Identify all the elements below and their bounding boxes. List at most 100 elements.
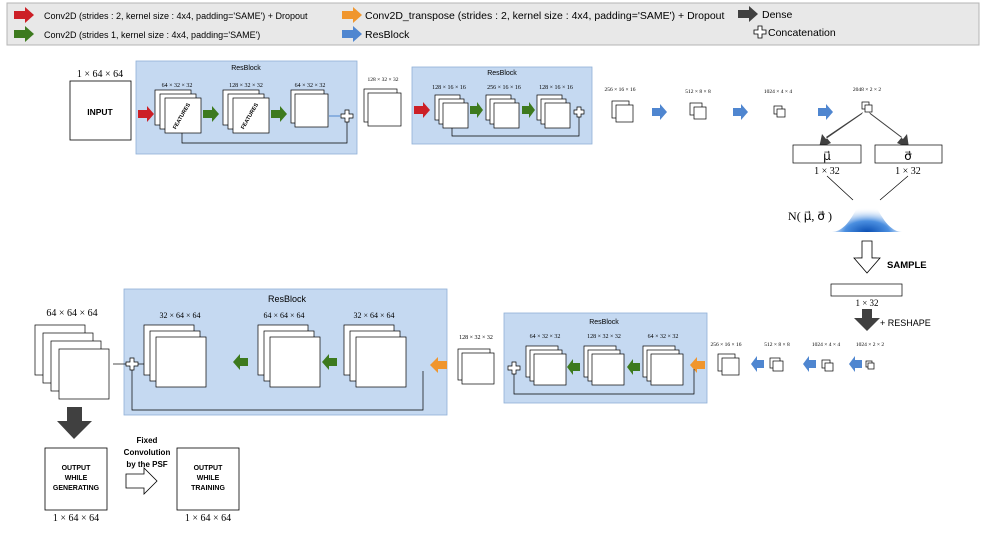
concat-icon bbox=[507, 361, 521, 375]
big-dim-2: 64 × 64 × 64 bbox=[263, 311, 304, 320]
sigma-box bbox=[874, 144, 943, 164]
rb2-skip-line bbox=[451, 117, 580, 137]
mu-box bbox=[792, 144, 862, 164]
rb2-stack-2 bbox=[493, 102, 520, 129]
mu-label: μ⃗ bbox=[823, 149, 831, 163]
after-rb1-dim: 128 × 32 × 32 bbox=[368, 77, 399, 83]
green-arrow-icon bbox=[233, 354, 248, 370]
decoder: 1024 × 2 × 2 1024 × 4 × 4 512 × 8 × 8 25… bbox=[34, 288, 884, 416]
enc-chain-stack-4 bbox=[864, 104, 873, 113]
rb1-stack-2 bbox=[232, 97, 270, 134]
resblock-small-title: ResBlock bbox=[589, 319, 619, 326]
concat-icon bbox=[573, 106, 585, 118]
dec-chain-stack-3 bbox=[772, 360, 784, 372]
green-arrow-icon bbox=[567, 359, 580, 375]
output-generating-dim: 1 × 64 × 64 bbox=[53, 513, 99, 524]
big-dim-1: 32 × 64 × 64 bbox=[159, 311, 200, 320]
legend-dense-text: Dense bbox=[762, 9, 793, 21]
sample-dim-label: 1 × 32 bbox=[855, 298, 878, 308]
mid-stack bbox=[461, 352, 495, 385]
blue-arrow-icon bbox=[803, 356, 816, 372]
input-box bbox=[69, 80, 132, 141]
concat-icon bbox=[340, 109, 354, 123]
blue-arrow-icon bbox=[733, 104, 748, 120]
psf-label-line-1: Fixed bbox=[137, 436, 158, 445]
rb1-dim-1: 64 × 32 × 32 bbox=[162, 83, 193, 89]
legend: Conv2D (strides : 2, kernel size : 4x4, … bbox=[6, 2, 980, 46]
enc-chain-dim-1: 256 × 16 × 16 bbox=[605, 87, 636, 93]
dec-chain-dim-4: 256 × 16 × 16 bbox=[711, 342, 742, 348]
small-dim-1: 64 × 32 × 32 bbox=[530, 334, 561, 340]
output-stack bbox=[58, 348, 110, 400]
resblock1-title: ResBlock bbox=[231, 65, 261, 72]
legend-background bbox=[6, 2, 980, 46]
big-stack-3 bbox=[355, 336, 407, 388]
mu-to-dist-line bbox=[826, 175, 854, 201]
legend-green-text: Conv2D (strides 1, kernel size : 4x4, pa… bbox=[44, 30, 260, 40]
rb2-stack-3 bbox=[544, 102, 571, 129]
legend-red-arrow-icon bbox=[14, 7, 34, 23]
blue-arrow-icon bbox=[652, 104, 667, 120]
rb1-dim-2: 128 × 32 × 32 bbox=[229, 83, 263, 89]
sample-label: SAMPLE bbox=[887, 260, 927, 271]
output-training-box bbox=[176, 447, 240, 511]
green-arrow-icon bbox=[627, 359, 640, 375]
rb1-stack-1 bbox=[164, 97, 202, 134]
normal-distribution-label: N( μ⃗, σ⃗ ) bbox=[788, 209, 832, 223]
dec-chain-dim-3: 512 × 8 × 8 bbox=[764, 342, 790, 348]
reshape-label: + RESHAPE bbox=[880, 318, 931, 328]
resblock-big-title: ResBlock bbox=[268, 294, 307, 304]
small-stack-3 bbox=[650, 353, 684, 386]
output-training-line-1: OUTPUT bbox=[194, 465, 224, 472]
sigma-label: σ⃗ bbox=[904, 149, 912, 163]
reshape-arrow-icon bbox=[854, 309, 880, 331]
dense-arrow-icon bbox=[869, 112, 909, 148]
concat-icon bbox=[125, 357, 139, 371]
mid-dim: 128 × 32 × 32 bbox=[459, 335, 493, 341]
encoder: 1 × 64 × 64 INPUT ResBlock 64 × 32 × 32 … bbox=[69, 60, 881, 155]
resblock2-title: ResBlock bbox=[487, 70, 517, 77]
dec-chain-dim-2: 1024 × 4 × 4 bbox=[812, 342, 840, 348]
big-stack-2 bbox=[269, 336, 321, 388]
rb2-stack-1 bbox=[442, 102, 469, 129]
output-training-line-3: TRAINING bbox=[191, 485, 225, 492]
gaussian-distribution-icon bbox=[832, 197, 902, 232]
rb2-dim-1: 128 × 16 × 16 bbox=[432, 85, 466, 91]
sigma-to-dist-line bbox=[879, 175, 909, 201]
input-label: INPUT bbox=[87, 107, 113, 117]
enc-chain-dim-4: 2048 × 2 × 2 bbox=[853, 87, 881, 93]
output-dim: 64 × 64 × 64 bbox=[46, 308, 97, 319]
legend-concat-icon bbox=[753, 25, 767, 39]
sample-arrow-icon bbox=[853, 240, 881, 274]
small-dim-2: 128 × 32 × 32 bbox=[587, 334, 621, 340]
green-arrow-icon bbox=[322, 354, 337, 370]
dec-chain-stack-4 bbox=[721, 357, 740, 376]
big-stack-1 bbox=[155, 336, 207, 388]
rb1-skip-line bbox=[181, 122, 348, 144]
small-dim-3: 64 × 32 × 32 bbox=[648, 334, 679, 340]
enc-chain-stack-2 bbox=[693, 106, 707, 120]
psf-arrow-icon bbox=[125, 467, 158, 495]
small-skip-line bbox=[513, 369, 695, 395]
legend-dense-arrow-icon bbox=[738, 6, 758, 22]
output-generating-line-1: OUTPUT bbox=[62, 465, 92, 472]
enc-chain-dim-3: 1024 × 4 × 4 bbox=[764, 89, 792, 95]
mu-dim-label: 1 × 32 bbox=[814, 166, 840, 177]
input-dim-label: 1 × 64 × 64 bbox=[77, 69, 123, 80]
output-generating-line-2: WHILE bbox=[65, 475, 88, 482]
big-skip-line bbox=[131, 370, 424, 411]
green-arrow-icon bbox=[522, 102, 535, 118]
output-generating-box bbox=[44, 447, 108, 511]
blue-arrow-icon bbox=[818, 104, 833, 120]
latent-section: μ⃗ 1 × 32 σ⃗ 1 × 32 N( μ⃗, σ⃗ ) SAMPLE 1… bbox=[788, 112, 943, 331]
enc-chain-dim-2: 512 × 8 × 8 bbox=[685, 89, 711, 95]
big-dim-3: 32 × 64 × 64 bbox=[353, 311, 394, 320]
sigma-dim-label: 1 × 32 bbox=[895, 166, 921, 177]
rb2-dim-3: 128 × 16 × 16 bbox=[539, 85, 573, 91]
psf-label-line-3: by the PSF bbox=[126, 460, 167, 469]
orange-arrow-icon bbox=[430, 357, 447, 373]
output-training-dim: 1 × 64 × 64 bbox=[185, 513, 231, 524]
small-stack-1 bbox=[533, 353, 567, 386]
rb1-stack-3 bbox=[294, 93, 329, 128]
dense-arrow-icon bbox=[819, 112, 863, 148]
